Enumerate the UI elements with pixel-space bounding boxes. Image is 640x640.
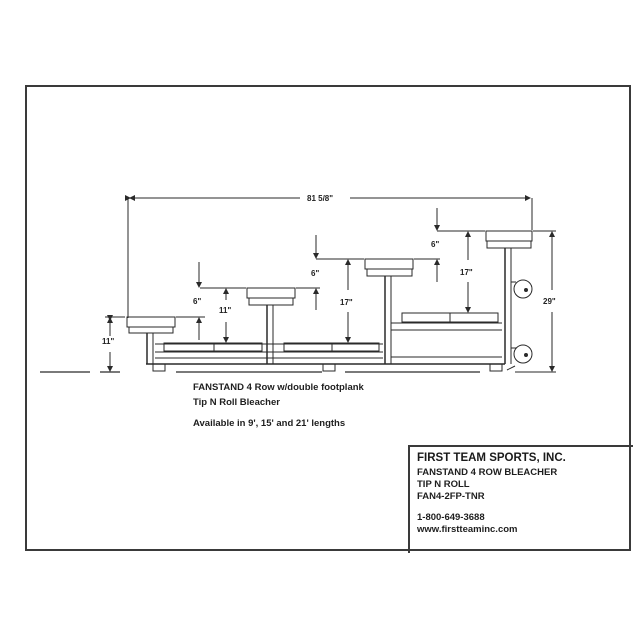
sheet-border [25, 85, 631, 551]
row4-rise-label: 6" [431, 240, 440, 249]
caption-subtitle: Tip N Roll Bleacher [193, 397, 280, 408]
dim-total-height [515, 230, 556, 373]
row1-seat [126, 316, 176, 364]
base-frame [146, 343, 505, 372]
model-number: FAN4-2FP-TNR [417, 491, 485, 502]
row2-seat [246, 287, 296, 364]
footplank-1 [163, 342, 263, 352]
row3-rise-label: 6" [311, 269, 320, 278]
dim-row4-rise [414, 208, 485, 282]
overall-width-label: 81 5/8" [304, 194, 337, 203]
row1-height-label: 11" [102, 337, 115, 346]
caption-title: FANSTAND 4 Row w/double footplank [193, 382, 364, 393]
tip-n-roll-wheels [506, 279, 533, 371]
row4-seat [485, 230, 533, 364]
phone-number: 1-800-649-3688 [417, 512, 485, 523]
footplank-2 [283, 342, 380, 352]
product-name: FANSTAND 4 ROW BLEACHER [417, 467, 558, 478]
footplank-3 [391, 312, 502, 358]
company-name: FIRST TEAM SPORTS, INC. [417, 452, 566, 464]
title-block: FIRST TEAM SPORTS, INC. FANSTAND 4 ROW B… [408, 445, 633, 553]
row3-seat [364, 258, 414, 364]
dim-row1-height [105, 315, 125, 372]
website: www.firstteaminc.com [417, 524, 518, 535]
caption-lengths: Available in 9', 15' and 21' lengths [193, 418, 346, 429]
row2-rise-label: 6" [193, 297, 202, 306]
row3-plank-label: 17" [340, 298, 353, 307]
product-subtitle: TIP N ROLL [417, 479, 470, 490]
total-height-label: 29" [543, 297, 556, 306]
row2-plank-label: 11" [219, 306, 232, 315]
dim-row3-rise [296, 235, 364, 310]
dim-row2-rise [176, 262, 246, 340]
overall-width-dimension [125, 195, 533, 318]
row4-plank-label: 17" [460, 268, 473, 277]
